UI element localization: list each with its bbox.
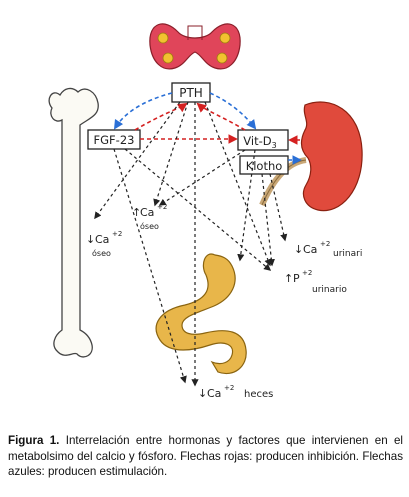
figure-caption: Figura 1. Interrelación entre hormonas y… xyxy=(8,433,403,480)
thyroid-gland xyxy=(149,23,241,70)
svg-text:↑: ↑ xyxy=(132,206,141,219)
svg-text:↓: ↓ xyxy=(86,233,95,246)
fgf23-box: FGF-23 xyxy=(87,129,141,150)
vitd3-subscript: 3 xyxy=(272,141,277,150)
label-ca-bone-down: ↓ Ca +2 óseo xyxy=(86,230,122,258)
caption-label: Figura 1. xyxy=(8,434,60,447)
ca-feces-charge: +2 xyxy=(224,384,234,392)
svg-text:↓: ↓ xyxy=(294,243,303,256)
ca-bone-up-charge: +2 xyxy=(157,203,167,211)
svg-text:Vit-D3: Vit-D3 xyxy=(243,134,276,150)
svg-text:↓: ↓ xyxy=(198,387,207,400)
calcium-phosphorus-diagram: PTH FGF-23 Vit-D3 Klotho xyxy=(48,23,363,400)
femur-bone xyxy=(48,87,99,358)
ca-bone-down-sub: óseo xyxy=(92,248,111,258)
arrow-pth-to-vitd3 xyxy=(209,92,257,130)
ca-bone-up-text: Ca xyxy=(140,206,154,219)
arrow-fgf23-to-pth xyxy=(134,102,188,131)
klotho-label: Klotho xyxy=(246,159,283,173)
parathyroid-glands xyxy=(157,32,231,64)
label-ca-bone-up: ↑ Ca +2 óseo xyxy=(132,203,167,231)
klotho-box: Klotho xyxy=(239,155,289,175)
ca-urine-charge: +2 xyxy=(320,240,330,248)
effect-arrows xyxy=(94,101,288,387)
arrow-vitd3-to-pth xyxy=(196,102,246,131)
p-urine-sub: urinario xyxy=(312,285,347,295)
p-urine-text: P xyxy=(293,272,300,285)
fgf23-label: FGF-23 xyxy=(94,133,135,147)
ca-feces-text: Ca xyxy=(207,387,221,400)
label-ca-urine: ↓ Ca +2 urinari xyxy=(294,240,362,259)
ca-urine-text: Ca xyxy=(303,243,317,256)
arrow-pth-to-fgf23 xyxy=(113,92,173,130)
inhibition-arrows xyxy=(134,102,300,145)
ca-bone-down-text: Ca xyxy=(95,233,109,246)
svg-text:↑: ↑ xyxy=(284,272,293,285)
ca-bone-up-sub: óseo xyxy=(140,221,159,231)
stomach xyxy=(155,253,247,375)
ca-feces-sub: heces xyxy=(244,389,273,400)
label-ca-feces: ↓ Ca +2 heces xyxy=(198,384,273,400)
pth-box: PTH xyxy=(171,82,211,103)
caption-text: Interrelación entre hormonas y factores … xyxy=(8,434,403,478)
ca-bone-down-charge: +2 xyxy=(112,230,122,238)
ca-urine-sub: urinari xyxy=(333,249,362,259)
vitd3-box: Vit-D3 xyxy=(237,129,289,151)
p-urine-charge: +2 xyxy=(302,269,312,277)
label-p-urine: ↑ P +2 urinario xyxy=(284,269,347,295)
pth-label: PTH xyxy=(179,86,203,100)
stimulation-arrows xyxy=(113,92,302,165)
vitd3-label: Vit-D xyxy=(243,134,271,148)
